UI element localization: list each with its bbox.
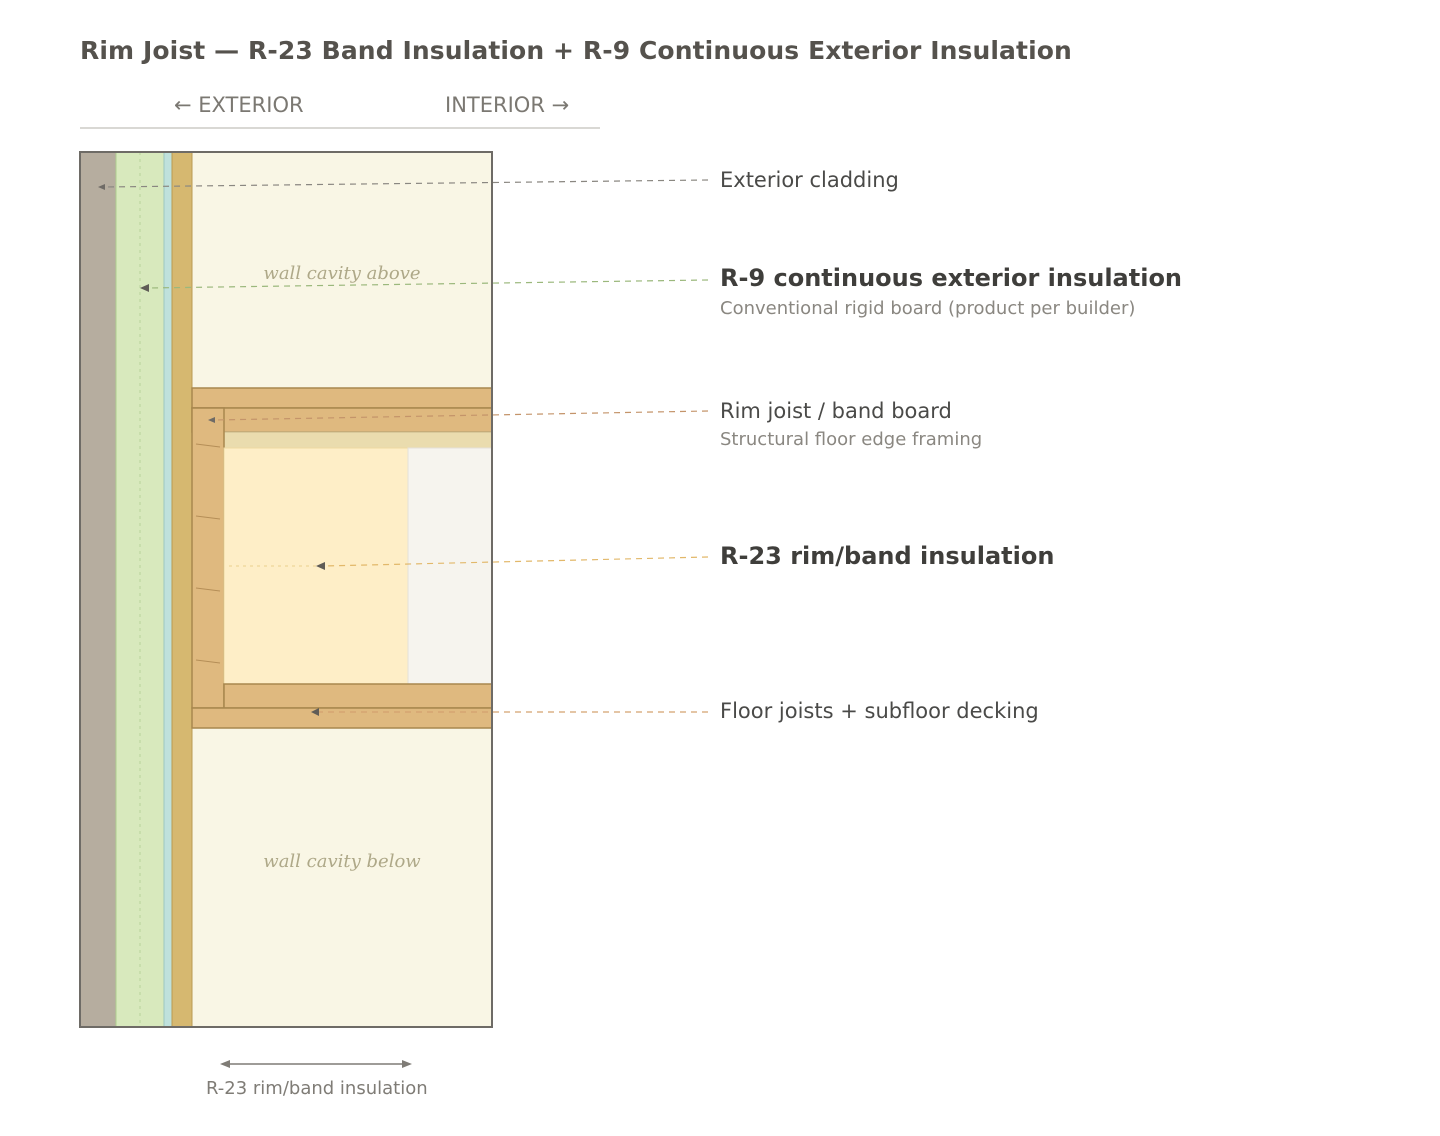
leader-cladding [98, 179, 709, 190]
dimension-label: R-23 rim/band insulation [206, 1078, 428, 1099]
exterior-direction-label: ← EXTERIOR [174, 93, 304, 117]
sill-plate-top [191, 387, 493, 409]
diagram-title: Rim Joist — R-23 Band Insulation + R-9 C… [80, 36, 1072, 65]
leader-rim-joist [208, 410, 709, 423]
interior-direction-label: INTERIOR → [445, 93, 570, 117]
callout-ci-sublabel: Conventional rigid board (product per bu… [720, 298, 1136, 319]
interior-floor-void [407, 447, 493, 685]
sheathing-layer [171, 151, 193, 1028]
callout-exterior-cladding: Exterior cladding [720, 168, 899, 192]
rim-grain-line [195, 515, 221, 520]
cavity-above-label: wall cavity above [263, 263, 420, 284]
weather-barrier-layer [163, 151, 173, 1028]
cavity-below-label: wall cavity below [263, 851, 421, 872]
callout-band-label: R-23 rim/band insulation [720, 542, 1055, 570]
callout-floor-joists: Floor joists + subfloor decking [720, 699, 1039, 723]
band-insulation-dimension-line [220, 1060, 412, 1068]
rim-joist-board [191, 407, 225, 709]
callout-continuous-insulation: R-9 continuous exterior insulation Conve… [720, 264, 1182, 319]
subfloor-decking-top [191, 407, 493, 433]
rim-grain-line [195, 443, 221, 448]
callout-cladding-label: Exterior cladding [720, 168, 899, 192]
leader-continuous-insulation [140, 279, 709, 292]
callout-band-insulation: R-23 rim/band insulation [720, 542, 1054, 570]
rim-grain-line [195, 659, 221, 664]
joist-top-flange [223, 431, 493, 449]
rim-grain-line [195, 587, 221, 592]
leader-floor-joists [311, 708, 708, 716]
floor-joist-bottom [223, 683, 493, 709]
exterior-cladding-layer [80, 152, 116, 1027]
direction-divider [80, 127, 600, 129]
top-plate-below [191, 707, 493, 729]
callout-ci-label: R-9 continuous exterior insulation [720, 264, 1183, 292]
callout-floor-label: Floor joists + subfloor decking [720, 699, 1039, 723]
leader-band-insulation [226, 556, 709, 570]
callout-rim-label: Rim joist / band board [720, 399, 952, 423]
callout-rim-sublabel: Structural floor edge framing [720, 429, 983, 450]
callout-rim-joist: Rim joist / band board Structural floor … [720, 399, 982, 450]
section-frame [79, 151, 493, 1028]
